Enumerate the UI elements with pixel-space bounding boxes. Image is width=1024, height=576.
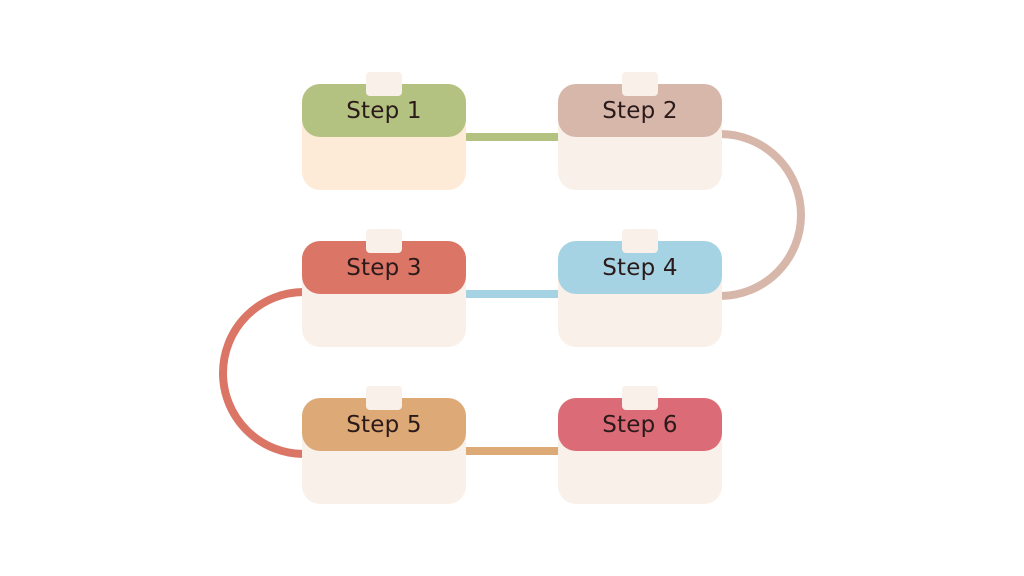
connector-step-3-to-step-5 (219, 288, 305, 458)
step-header: Step 6 (558, 398, 722, 451)
step-label: Step 2 (602, 97, 678, 124)
card-tab (366, 72, 402, 96)
card-tab (622, 386, 658, 410)
step-label: Step 5 (346, 411, 422, 438)
step-card: Step 3 (302, 229, 466, 347)
card-tab (366, 386, 402, 410)
step-header: Step 4 (558, 241, 722, 294)
card-tab (366, 229, 402, 253)
step-label: Step 4 (602, 254, 678, 281)
step-card: Step 4 (558, 229, 722, 347)
step-label: Step 1 (346, 97, 422, 124)
step-card: Step 1 (302, 72, 466, 190)
step-label: Step 6 (602, 411, 678, 438)
step-label: Step 3 (346, 254, 422, 281)
card-tab (622, 229, 658, 253)
step-card: Step 2 (558, 72, 722, 190)
connector-step-2-to-step-4 (719, 130, 805, 300)
card-tab (622, 72, 658, 96)
step-card: Step 5 (302, 386, 466, 504)
step-card: Step 6 (558, 386, 722, 504)
